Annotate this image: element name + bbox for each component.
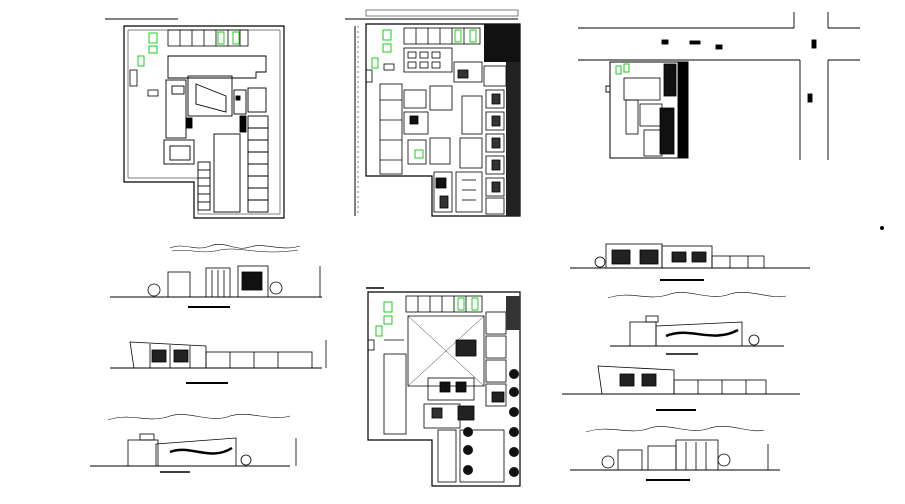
plan-boundary bbox=[367, 291, 521, 487]
glazing bbox=[639, 249, 659, 265]
cloud-outline bbox=[169, 244, 301, 249]
parked-cars bbox=[615, 63, 630, 75]
elevation-3 bbox=[90, 413, 297, 473]
interior-rooms bbox=[379, 47, 507, 215]
glazing bbox=[241, 271, 263, 291]
tree bbox=[717, 453, 731, 467]
vehicle bbox=[807, 93, 813, 103]
car-outline bbox=[367, 339, 375, 351]
tree bbox=[594, 256, 606, 268]
tree bbox=[269, 281, 283, 295]
tree bbox=[601, 455, 615, 469]
planting-dark bbox=[506, 296, 520, 330]
elevation-6 bbox=[562, 365, 800, 411]
parked-cars bbox=[137, 31, 240, 67]
parked-cars bbox=[371, 29, 477, 159]
vehicle bbox=[715, 44, 723, 50]
parking-row bbox=[403, 27, 481, 45]
interior-rooms bbox=[383, 311, 507, 483]
glazing bbox=[641, 373, 657, 387]
planting-strip bbox=[677, 61, 689, 159]
glazing bbox=[151, 349, 167, 363]
parking-row bbox=[405, 295, 483, 313]
car-outline bbox=[605, 85, 611, 93]
site-inner-boundary bbox=[127, 29, 281, 215]
parking-row bbox=[167, 29, 249, 47]
cloud-outline bbox=[607, 292, 787, 299]
floor-plan-upper bbox=[366, 287, 521, 487]
roof-element bbox=[139, 433, 155, 441]
location-plan bbox=[578, 12, 884, 230]
building-footprint bbox=[163, 55, 269, 213]
floor-plan-ground bbox=[345, 9, 521, 217]
plot-building bbox=[623, 63, 677, 157]
parked-cars bbox=[375, 297, 479, 337]
cloud-outline bbox=[585, 426, 765, 433]
glazing bbox=[691, 251, 707, 263]
glazing bbox=[611, 249, 631, 265]
tree bbox=[147, 283, 161, 297]
vehicle bbox=[811, 39, 817, 49]
car-outline bbox=[129, 69, 138, 87]
north-marker bbox=[880, 226, 884, 230]
tree bbox=[240, 454, 252, 466]
glazing bbox=[173, 349, 189, 363]
tree-row bbox=[463, 369, 519, 477]
car-outline bbox=[147, 89, 159, 97]
cloud-outline bbox=[107, 413, 291, 421]
vehicle bbox=[661, 39, 669, 45]
glazing bbox=[671, 251, 687, 263]
elevation-1 bbox=[110, 244, 322, 308]
building-mass bbox=[675, 439, 719, 471]
vehicle bbox=[689, 40, 701, 45]
building-mass bbox=[655, 321, 743, 347]
elevation-2 bbox=[110, 340, 327, 384]
facade-curve bbox=[169, 446, 233, 455]
elevation-7 bbox=[570, 426, 780, 481]
scale-strip bbox=[365, 9, 519, 17]
glazing bbox=[619, 373, 635, 387]
planting-strip bbox=[506, 62, 520, 216]
elevation-4 bbox=[570, 243, 810, 281]
building-mass bbox=[237, 265, 269, 298]
building-mass bbox=[205, 351, 313, 369]
building-mass bbox=[673, 379, 767, 395]
tree bbox=[748, 334, 760, 346]
car-outline bbox=[383, 63, 395, 71]
building-mass bbox=[711, 255, 765, 269]
building-mass bbox=[617, 449, 643, 471]
planting-dark bbox=[484, 24, 520, 62]
facade-curve bbox=[665, 328, 739, 338]
elevation-5 bbox=[607, 292, 787, 355]
site-plan-left bbox=[105, 18, 285, 219]
site-boundary bbox=[123, 25, 285, 219]
car-outline bbox=[365, 69, 373, 83]
cloud-outline bbox=[171, 248, 299, 253]
building-mass bbox=[167, 271, 191, 298]
roof-element bbox=[645, 315, 659, 323]
building-mass bbox=[155, 437, 237, 467]
